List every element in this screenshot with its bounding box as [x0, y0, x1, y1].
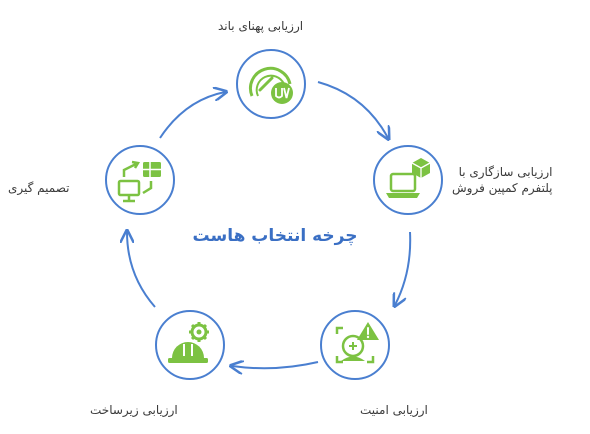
node-platform: [373, 145, 443, 215]
security-warning-icon: [335, 322, 379, 364]
node-infrastructure: [155, 310, 225, 380]
label-platform-line2: پلتفرم کمپین فروش: [452, 181, 553, 195]
label-infrastructure: ارزیابی زیرساخت: [90, 403, 178, 417]
laptop-cube-icon: [386, 158, 431, 198]
label-platform: ارزیابی سازگاری با پلتفرم کمپین فروش: [452, 164, 553, 196]
label-bandwidth: ارزیابی پهنای باند: [218, 19, 304, 33]
arrow-bandwidth-to-platform: [317, 81, 388, 138]
label-platform-line1: ارزیابی سازگاری با: [458, 165, 553, 179]
bandwidth-gauge-icon: [248, 66, 293, 104]
arrow-security-to-infrastructure: [232, 362, 319, 368]
arrow-infrastructure-to-decision: [127, 232, 156, 308]
arrow-platform-to-security: [395, 231, 412, 305]
node-bandwidth: [236, 49, 306, 119]
node-security: [320, 310, 390, 380]
label-security: ارزیابی امنیت: [360, 403, 428, 417]
diagram-title: چرخه انتخاب هاست: [192, 226, 358, 246]
label-decision: تصمیم گیری: [8, 181, 70, 195]
helmet-gear-icon: [168, 322, 209, 363]
decision-monitor-icon: [117, 160, 161, 203]
node-decision: [105, 145, 175, 215]
arrow-decision-to-bandwidth: [159, 92, 225, 139]
